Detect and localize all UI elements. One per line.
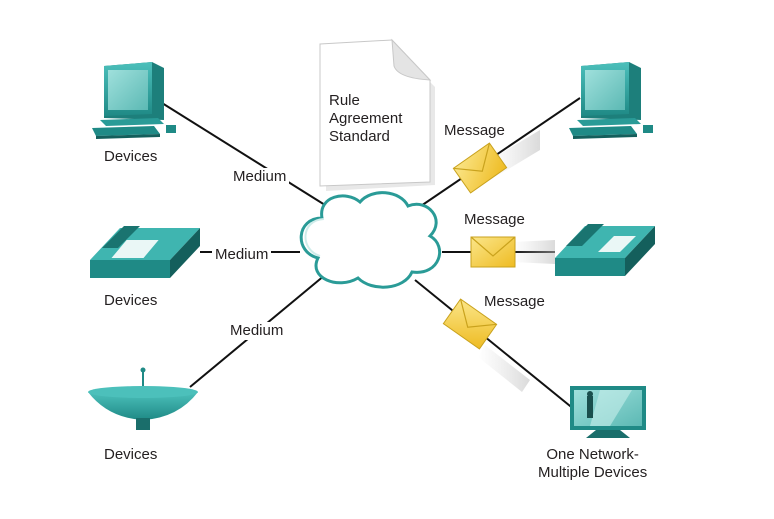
tv-label-line: One Network- bbox=[546, 446, 639, 463]
right-phone-icon bbox=[555, 224, 655, 276]
document-icon bbox=[319, 38, 435, 191]
left-dish-label: Devices bbox=[104, 446, 158, 463]
left-computer-label: Devices bbox=[104, 148, 158, 165]
document-text: Rule Agreement Standard bbox=[329, 92, 402, 146]
document-line: Agreement bbox=[329, 110, 403, 127]
right-computer-icon bbox=[569, 62, 653, 139]
message-label: Message bbox=[464, 211, 525, 228]
document-line: Rule bbox=[329, 92, 360, 109]
left-computer-icon bbox=[92, 62, 176, 139]
left-phone-icon bbox=[90, 226, 200, 278]
message-envelope-icon bbox=[442, 298, 530, 392]
left-phone-label: Devices bbox=[104, 292, 158, 309]
message-envelope-icon bbox=[470, 236, 555, 268]
message-envelope-icon bbox=[452, 130, 540, 194]
medium-label: Medium bbox=[212, 246, 272, 264]
left-satellite-dish-icon bbox=[88, 367, 198, 430]
medium-label: Medium bbox=[227, 322, 287, 340]
message-label: Message bbox=[444, 122, 505, 139]
tv-label-line: Multiple Devices bbox=[538, 464, 648, 481]
right-television-icon bbox=[570, 386, 646, 438]
tv-label: One Network- Multiple Devices bbox=[538, 446, 647, 482]
medium-label: Medium bbox=[230, 168, 290, 186]
message-label: Message bbox=[484, 293, 545, 310]
cloud-icon bbox=[299, 191, 442, 289]
document-line: Standard bbox=[329, 128, 390, 145]
